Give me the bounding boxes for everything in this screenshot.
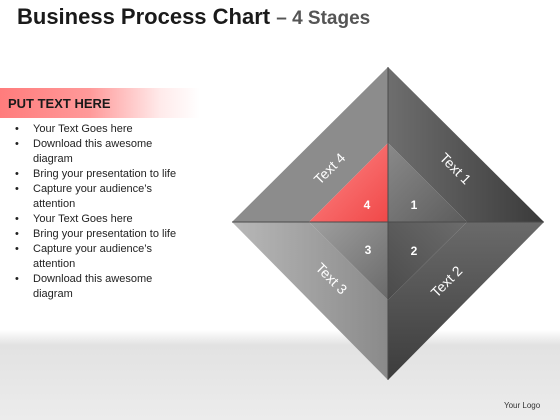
bullet-item: Download this awesome diagram	[14, 272, 184, 302]
stage-number-3: 3	[365, 243, 372, 257]
bullet-item: Download this awesome diagram	[14, 137, 184, 167]
stage-frame-top-right	[388, 67, 544, 222]
bullet-item: Bring your presentation to life	[14, 227, 184, 242]
title-main: Business Process Chart	[17, 4, 271, 29]
bullet-item: Your Text Goes here	[14, 122, 184, 137]
bullet-item: Capture your audience’s attention	[14, 242, 184, 272]
stage-frame-bottom-left	[232, 222, 388, 380]
inner-stage-3	[309, 222, 388, 300]
title-subtitle: – 4 Stages	[276, 8, 371, 29]
inner-stage-2	[388, 222, 467, 300]
page-title: Business Process Chart – 4 Stages	[17, 4, 370, 30]
bullet-item: Capture your audience’s attention	[14, 182, 184, 212]
text-panel-header-bar	[0, 88, 200, 118]
inner-stage-1	[388, 143, 467, 222]
text-panel-header: PUT TEXT HERE	[8, 96, 111, 111]
bullet-item: Bring your presentation to life	[14, 167, 184, 182]
stage-number-4: 4	[364, 198, 371, 212]
stage-frame-top	[232, 67, 388, 222]
stage-frame-bottom-right	[388, 222, 544, 380]
stage-number-2: 2	[411, 244, 418, 258]
inner-stage-4	[309, 143, 388, 222]
stage-number-1: 1	[411, 198, 418, 212]
logo-text: Your Logo	[504, 401, 541, 410]
bullet-item: Your Text Goes here	[14, 212, 184, 227]
bullet-list: Your Text Goes here Download this awesom…	[14, 122, 184, 302]
